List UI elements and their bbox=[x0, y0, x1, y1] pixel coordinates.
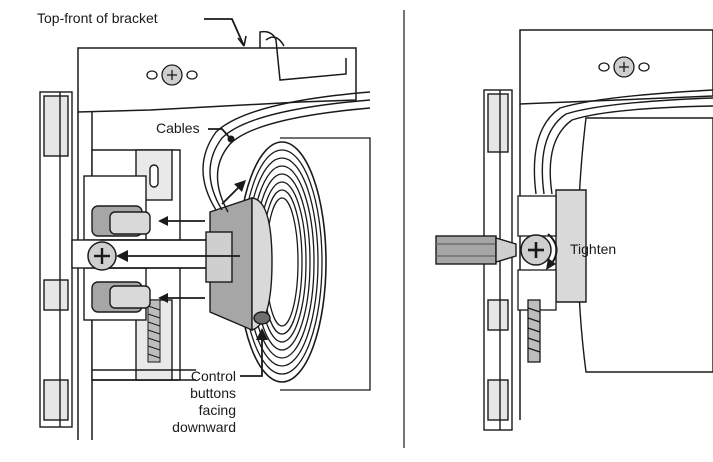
assembly-arrows bbox=[116, 180, 246, 303]
tighten-screw bbox=[520, 234, 552, 266]
cables-right bbox=[533, 89, 713, 195]
top-plate-screws-right bbox=[598, 56, 650, 78]
callout-control-line1: Control bbox=[190, 368, 236, 384]
callout-top-front: Top-front of bracket bbox=[37, 10, 158, 26]
callout-tighten: Tighten bbox=[570, 241, 617, 257]
curved-arrow-icon bbox=[546, 233, 558, 270]
right-panel bbox=[435, 29, 713, 431]
top-plate-screws bbox=[146, 64, 198, 86]
left-panel bbox=[39, 18, 371, 440]
control-button-icon bbox=[253, 311, 271, 325]
clamp-screw bbox=[87, 241, 117, 271]
callout-cables: Cables bbox=[156, 120, 200, 136]
clamp-assembly-right bbox=[517, 195, 557, 363]
callout-control-line2: buttons bbox=[190, 385, 236, 401]
callout-leaders bbox=[204, 18, 268, 377]
slot-screw-icon bbox=[186, 70, 198, 80]
wall-plate-left bbox=[39, 91, 73, 428]
callout-control-line4: downward bbox=[172, 419, 236, 435]
camera-mount-ring bbox=[205, 197, 273, 332]
threaded-rod bbox=[147, 299, 161, 363]
slot-screw-icon bbox=[598, 62, 610, 72]
slot-screw-icon bbox=[638, 62, 650, 72]
screwdriver-icon bbox=[435, 235, 517, 265]
callout-control-line3: facing bbox=[198, 402, 236, 418]
slot-screw-icon bbox=[146, 70, 158, 80]
camera-body-right bbox=[555, 117, 713, 373]
